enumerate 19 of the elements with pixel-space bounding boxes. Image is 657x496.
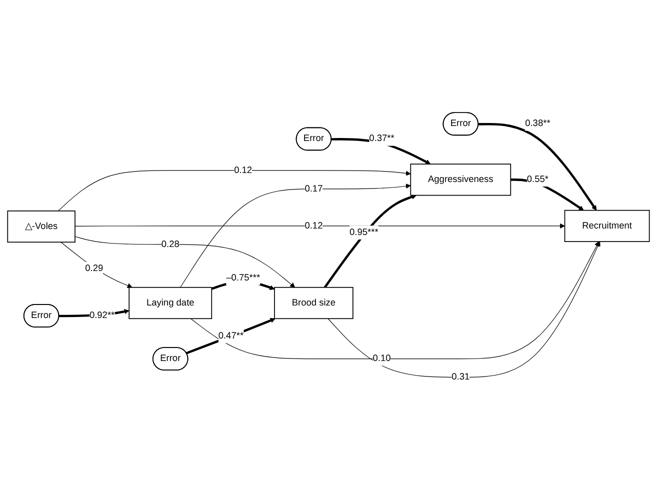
error-ellipse: Error [442, 112, 479, 136]
arrow [190, 240, 600, 359]
arrow [58, 170, 411, 211]
arrow [324, 194, 417, 288]
variable-box: Aggressiveness [410, 163, 512, 196]
arrow [74, 222, 565, 228]
arrow [60, 241, 132, 288]
variable-box: Laying date [128, 286, 212, 319]
variable-box: △-Voles [7, 210, 76, 242]
error-ellipse: Error [23, 304, 60, 327]
variable-box: Brood size [274, 286, 354, 319]
arrow [328, 240, 600, 378]
error-ellipse: Error [296, 126, 332, 150]
error-ellipse: Error [152, 346, 188, 370]
arrow [478, 122, 597, 210]
arrow [510, 178, 584, 210]
arrow [180, 183, 411, 288]
arrow [74, 236, 296, 288]
variable-box: Recruitment [564, 209, 650, 242]
